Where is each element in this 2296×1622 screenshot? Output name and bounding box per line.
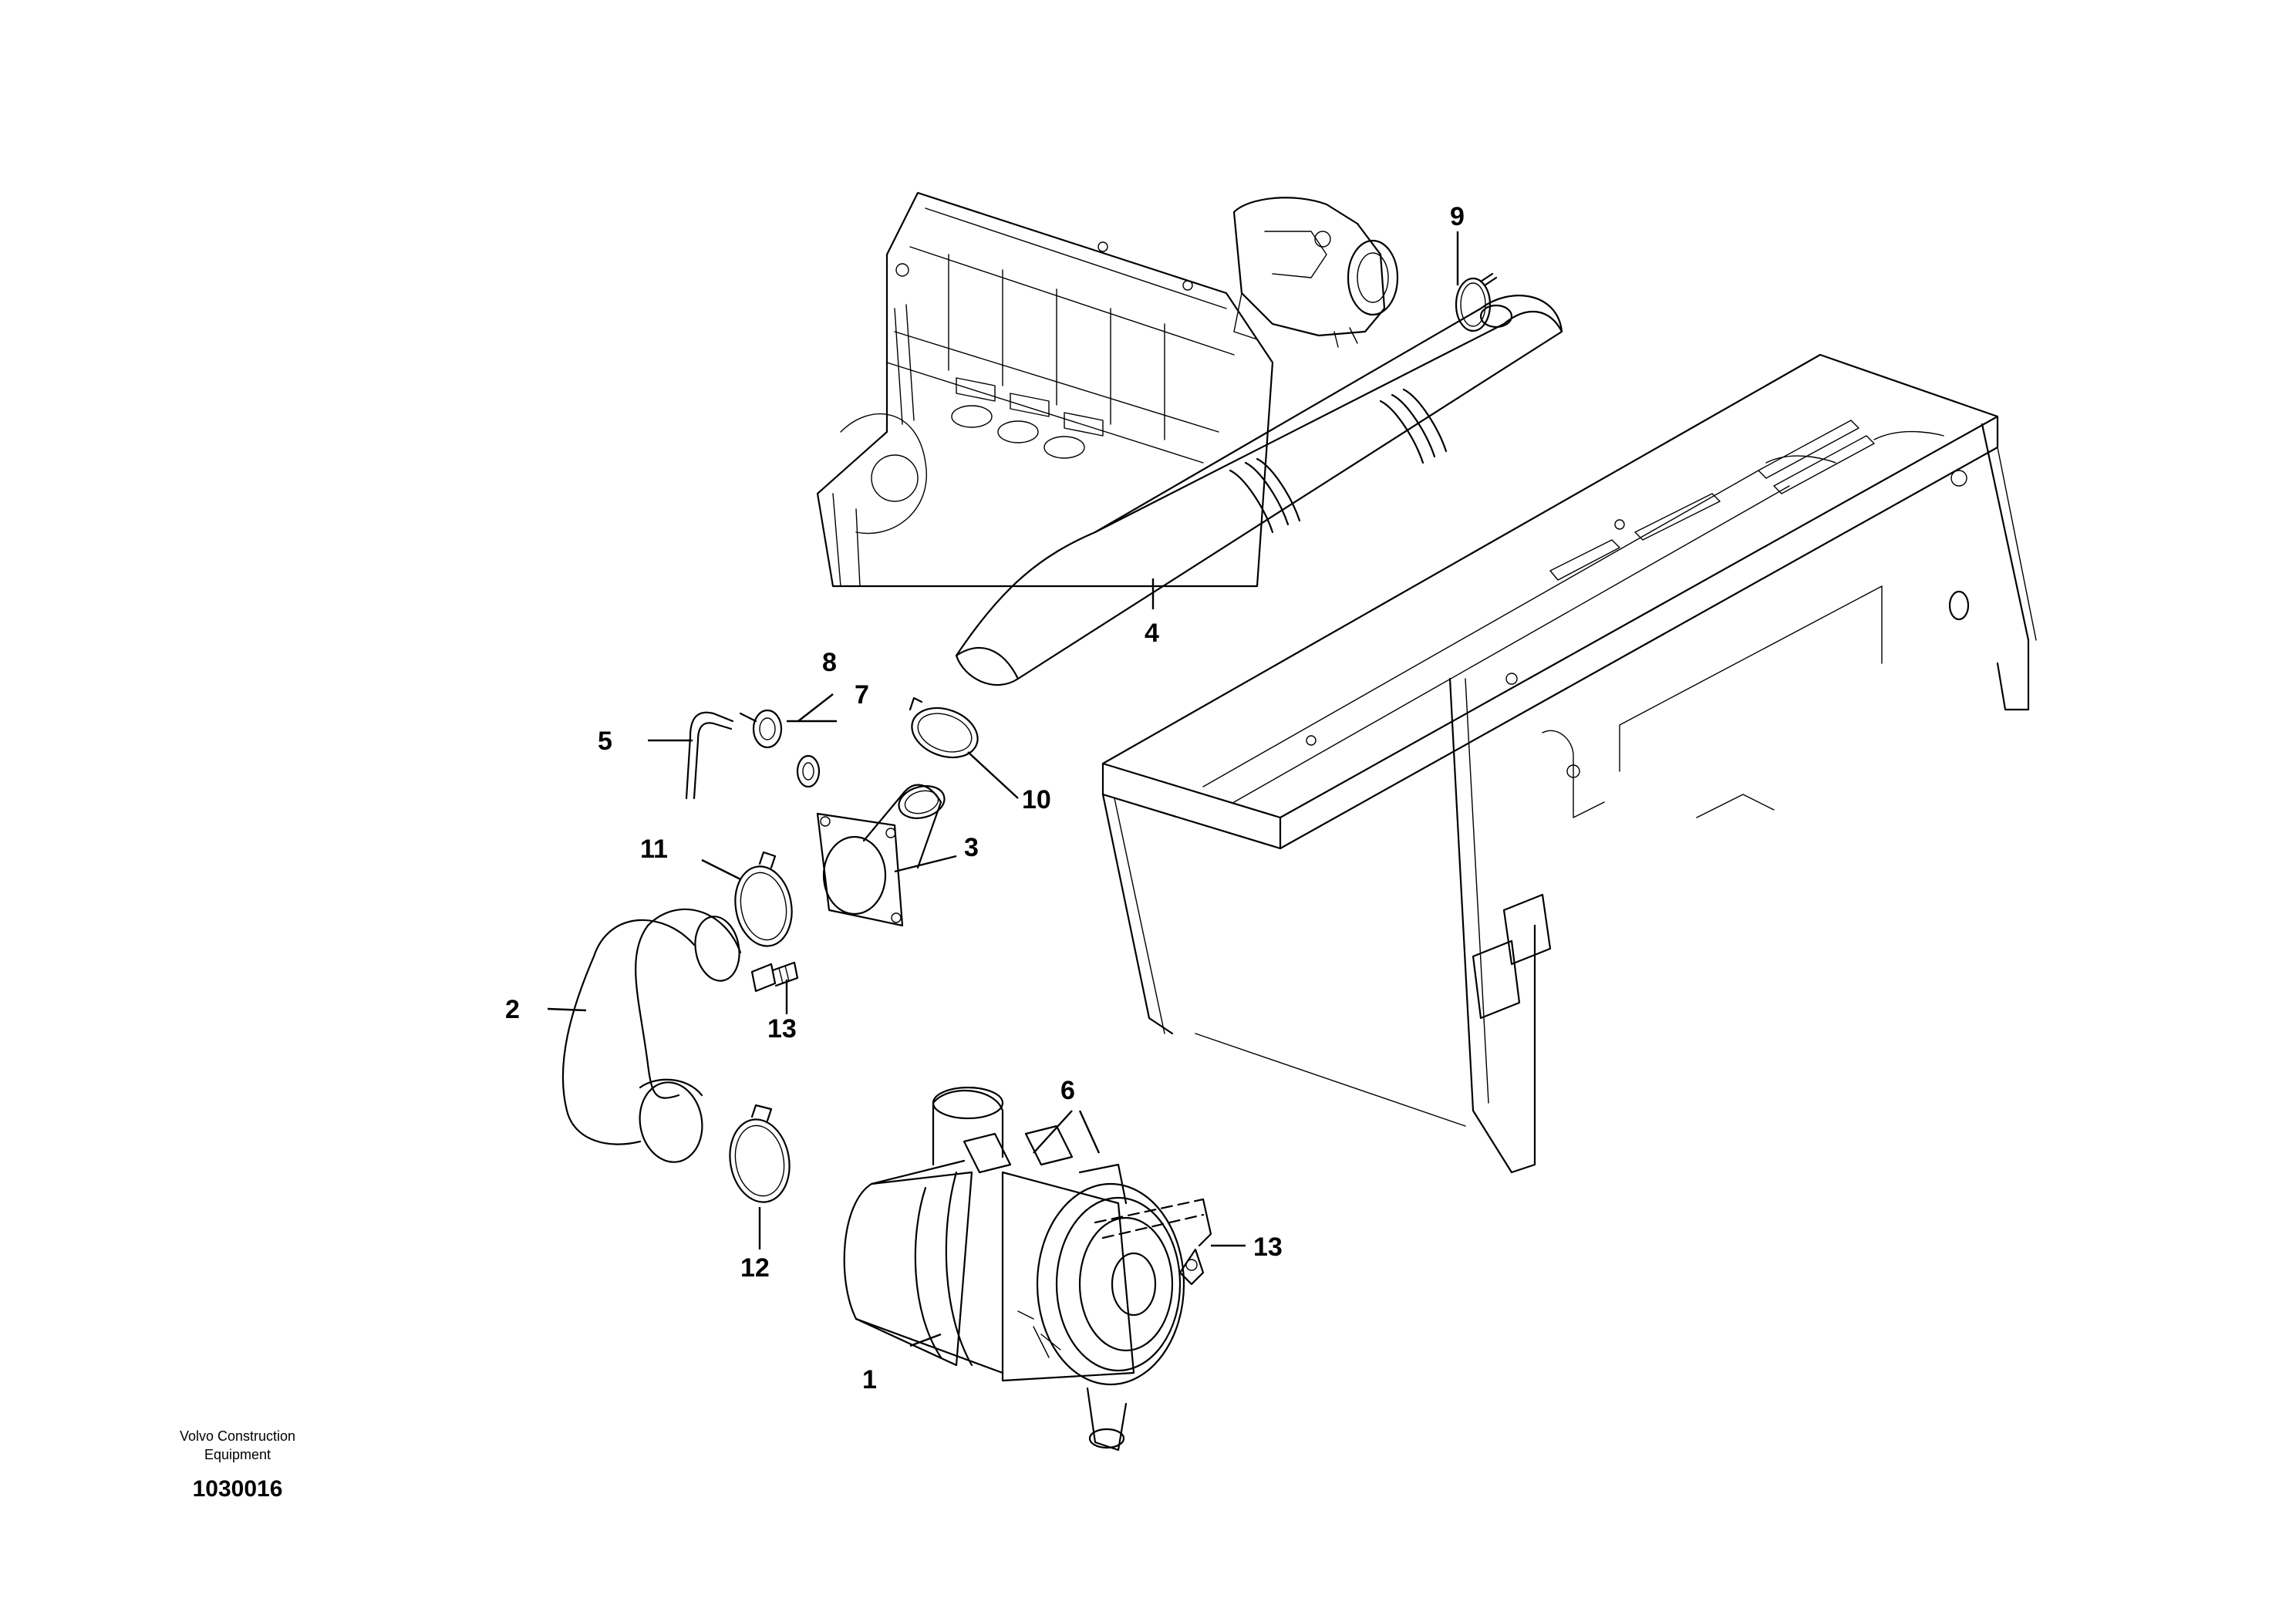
callout-6: 6 (1060, 1076, 1075, 1105)
leader-lines (547, 231, 1459, 1347)
part-1-air-filter (843, 1086, 1205, 1452)
part-13-bolt-upper (750, 961, 799, 993)
part-7-nipple (796, 754, 821, 788)
part-4-intake-pipe (955, 295, 1563, 686)
callout-2: 2 (505, 995, 520, 1024)
part-5-tube (685, 711, 734, 800)
callout-13-lower: 13 (1253, 1233, 1283, 1262)
callout-8: 8 (822, 648, 837, 677)
footer: Volvo Construction Equipment 1030016 (180, 1428, 295, 1502)
part-10-clamp (909, 696, 979, 759)
callout-12: 12 (740, 1253, 770, 1283)
part-3-elbow-flange (816, 784, 946, 927)
callout-10: 10 (1022, 785, 1051, 814)
callout-4: 4 (1145, 619, 1159, 648)
callout-5: 5 (598, 727, 612, 756)
brand-line-2: Equipment (204, 1447, 271, 1462)
machine-frame (1101, 353, 2037, 1174)
part-11-clamp (734, 851, 793, 947)
callouts: 9 4 8 7 5 10 3 11 2 13 6 13 12 1 (505, 202, 1465, 1394)
document-id: 1030016 (193, 1476, 283, 1502)
callout-9: 9 (1450, 202, 1465, 231)
part-2-hose (561, 908, 742, 1163)
callout-7: 7 (855, 680, 869, 710)
callout-1: 1 (862, 1365, 877, 1394)
part-6-brackets (1094, 1198, 1212, 1247)
part-12-clamp (729, 1104, 791, 1203)
engine-block (816, 191, 1274, 588)
turbocharger (1232, 197, 1399, 348)
callout-3: 3 (964, 833, 979, 862)
callout-13-upper: 13 (767, 1014, 797, 1044)
callout-11: 11 (640, 835, 668, 864)
brand-line-1: Volvo Construction (180, 1428, 295, 1444)
part-8-fitting (739, 709, 783, 749)
part-9-clamp (1455, 272, 1498, 332)
